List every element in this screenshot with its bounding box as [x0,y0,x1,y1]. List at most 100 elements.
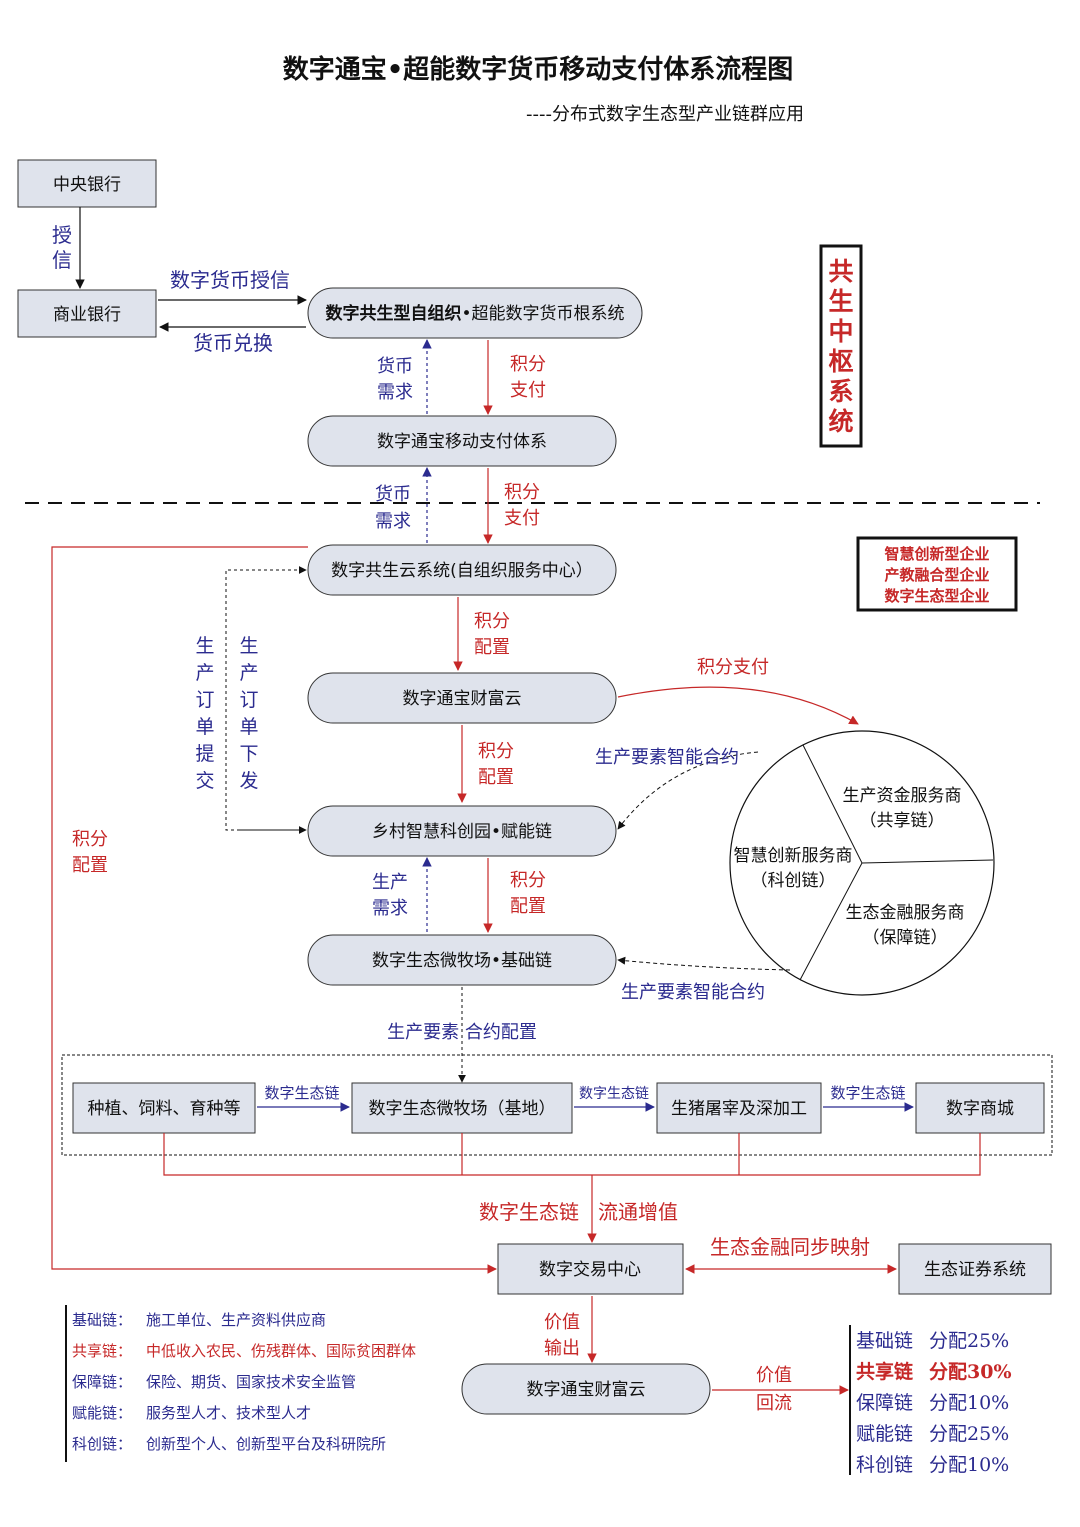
cloud-system-label: 数字共生云系统(自组织服务中心） [331,561,593,581]
order-loop-up [225,566,307,831]
root-system-box [307,287,643,339]
rural-park-box [307,805,617,857]
circle-tr-2: （共享链） [860,811,945,831]
securities-box [898,1243,1052,1295]
order-submit-char: 提 [195,743,214,765]
hub-char: 生 [828,287,853,316]
circle-divider-2 [861,859,994,864]
prod-demand-b: 需求 [372,898,408,919]
allocation-chain: 共享链 [856,1360,913,1383]
smart-contract-curve-2 [617,956,791,971]
enterprise-1: 智慧创新型企业 [884,545,989,563]
legend-key: 保障链： [72,1373,132,1391]
order-submit-char: 产 [195,662,214,684]
wealth-cloud-label: 数字通宝财富云 [403,689,522,709]
rural-park-label: 乡村智慧科创园•赋能链 [372,822,552,842]
contract-alloc-label: 生产要素 合约配置 [387,1022,537,1043]
page-title: 数字通宝•超能数字货币移动支付体系流程图 [283,54,794,85]
currency-exchange-label: 货币兑换 [193,331,273,355]
points-pay-1b: 支付 [510,380,546,401]
value-output-a: 价值 [544,1312,580,1333]
micro-ranch-box [307,934,617,986]
hub-char: 中 [828,317,853,346]
hub-box [819,244,863,448]
credit-label-1: 授 [52,223,72,247]
points-alloc-1a: 积分 [474,611,510,632]
points-alloc-left-b: 配置 [72,855,108,876]
points-alloc-2b: 配置 [478,767,514,788]
circle-tr-1: 生产资金服务商 [843,786,962,806]
currency-demand-1b: 需求 [377,382,413,403]
points-pay-1a: 积分 [510,354,546,375]
legend-list: 基础链：施工单位、生产资料供应商共享链：中低收入农民、伤残群体、国际贫困群体保障… [72,1311,416,1453]
hub-char: 枢 [828,347,853,376]
eco-chain-flow-a: 数字生态链 [479,1200,579,1224]
eco-chain-flow-b: 流通增值 [598,1200,678,1224]
value-output-b: 输出 [544,1338,580,1359]
points-alloc-3b: 配置 [510,896,546,917]
value-return-b: 回流 [756,1393,792,1414]
order-submit-char: 单 [195,716,214,738]
commercial-bank-label: 商业银行 [53,305,121,325]
order-issue-char: 下 [239,743,258,765]
currency-demand-1a: 货币 [377,356,413,377]
exchange-center-box [497,1243,684,1295]
legend-key: 科创链： [72,1435,132,1453]
points-payment-label: 积分支付 [697,657,769,678]
commercial-bank-box [17,289,157,338]
wealth-cloud-2-box [461,1363,711,1415]
allocation-chain: 保障链 [856,1392,913,1414]
cloud-system-box [307,544,617,596]
root-system-rest: •超能数字货币根系统 [461,304,624,324]
eco-chain-label-2: 数字生态链 [579,1086,649,1102]
prod-demand-a: 生产 [372,872,408,893]
allocation-list: 基础链分配25%共享链分配30%保障链分配10%赋能链分配25%科创链分配10% [856,1330,1012,1476]
order-issue-char: 单 [239,716,258,738]
allocation-value: 分配10% [929,1392,1009,1414]
allocation-chain: 赋能链 [856,1423,913,1445]
order-issue-char: 发 [239,770,258,792]
points-pay-2b: 支付 [504,508,540,529]
smart-contract-label-1: 生产要素智能合约 [595,747,739,768]
enterprise-box [856,536,1018,612]
root-system-bold: 数字共生型自组织 [325,303,461,324]
circle-br-1: 生态金融服务商 [846,903,965,923]
legend-key: 赋能链： [72,1404,132,1422]
points-alloc-left-a: 积分 [72,829,108,850]
legend-value: 施工单位、生产资料供应商 [146,1311,326,1329]
value-return-a: 价值 [756,1365,792,1386]
hub-char: 共 [828,257,853,286]
smart-contract-label-2: 生产要素智能合约 [621,982,765,1003]
mobile-pay-label: 数字通宝移动支付体系 [377,432,547,452]
currency-demand-2a: 货币 [375,484,411,505]
circle-left-1: 智慧创新服务商 [734,846,853,866]
allocation-value: 分配25% [929,1423,1009,1445]
exchange-center-label: 数字交易中心 [539,1260,641,1280]
points-pay-2a: 积分 [504,482,540,503]
circle-divider-1 [802,744,863,864]
page-subtitle: ----分布式数字生态型产业链群应用 [526,104,804,125]
credit-label-2: 信 [52,248,72,272]
circle-divider-3 [799,862,863,981]
securities-label: 生态证券系统 [924,1260,1026,1280]
order-submit-char: 生 [195,635,214,657]
eco-chain-label-3: 数字生态链 [830,1084,905,1102]
allocation-chain: 基础链 [856,1330,913,1352]
hub-char: 系 [828,377,853,406]
hub-char: 统 [828,407,853,436]
eco-chain-label-1: 数字生态链 [264,1084,339,1102]
collector-line [163,1133,981,1176]
wealth-cloud-2-label: 数字通宝财富云 [527,1380,646,1400]
points-alloc-2a: 积分 [478,741,514,762]
legend-key: 共享链： [72,1342,132,1360]
central-bank-box [17,159,157,208]
digital-mall-label: 数字商城 [946,1099,1014,1119]
order-submit-char: 订 [195,689,214,711]
order-issue-char: 订 [239,689,258,711]
allocation-value: 分配10% [929,1454,1009,1476]
enterprise-2: 产教融合型企业 [884,566,989,584]
